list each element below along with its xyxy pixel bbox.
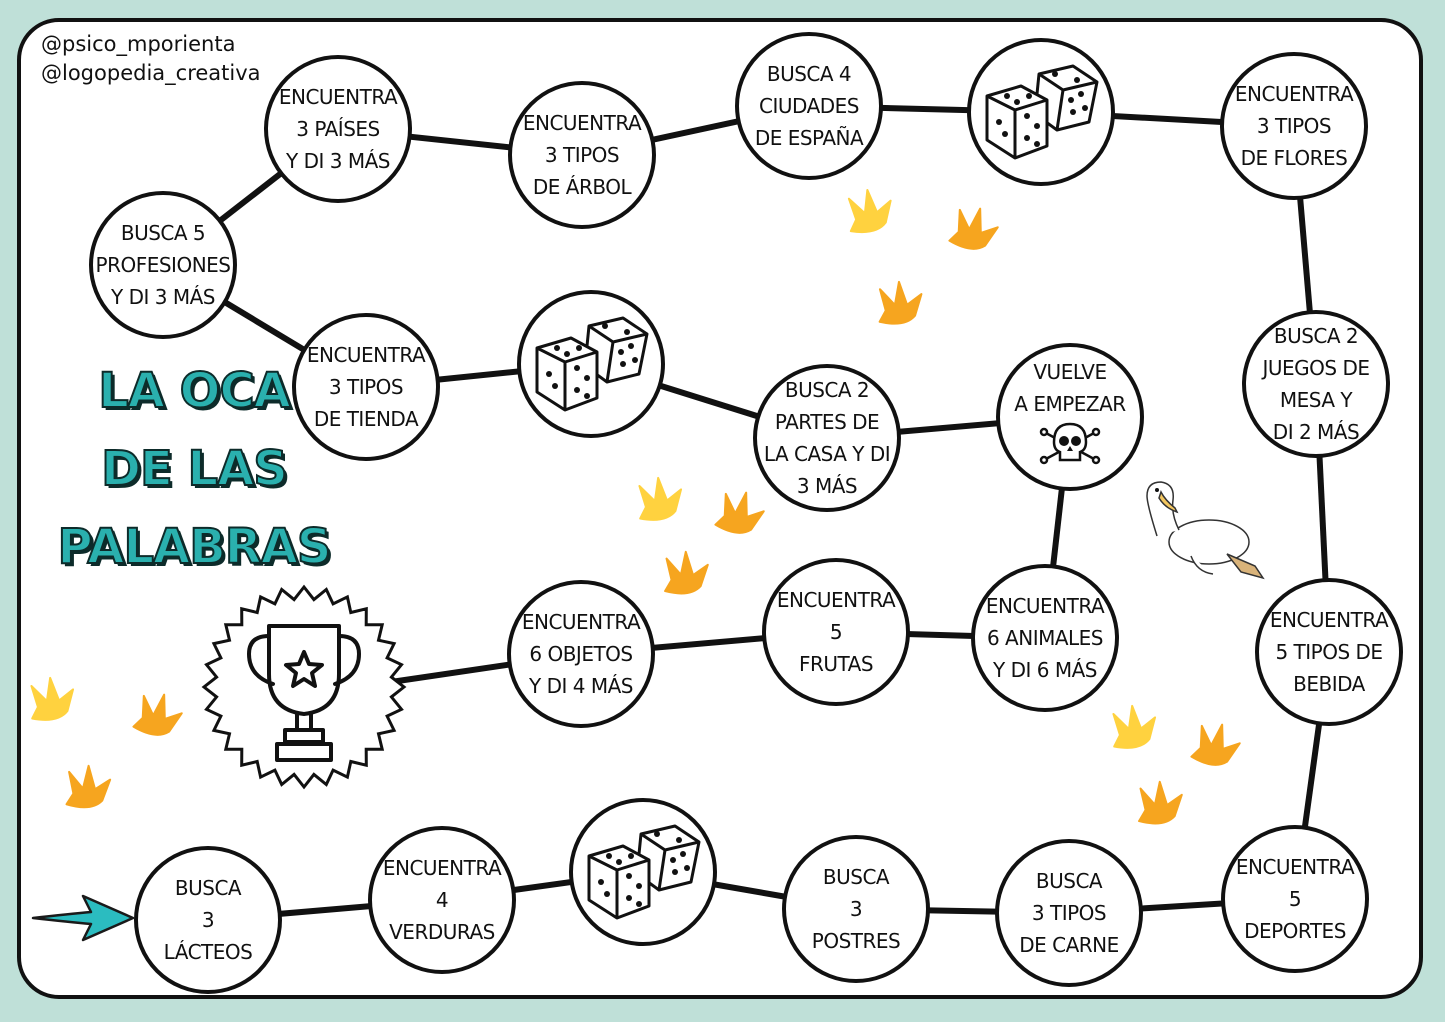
cell-label: BUSCA 3 LÁCTEOS [163, 876, 253, 964]
cell-encuentra-3-tipos-tienda: ENCUENTRA 3 TIPOS DE TIENDA [292, 313, 440, 461]
footprint-icon [1190, 723, 1241, 766]
cell-vuelve-a-empezar: VUELVE A EMPEZAR [996, 343, 1144, 491]
footprint-icon [30, 676, 75, 721]
game-title: LA OCA DE LAS PALABRAS [29, 352, 359, 586]
cell-label: ENCUENTRA 3 TIPOS DE FLORES [1234, 82, 1354, 170]
cell-label: ENCUENTRA 3 TIPOS DE TIENDA [306, 343, 426, 431]
cell-encuentra-3-tipos-flores: ENCUENTRA 3 TIPOS DE FLORES [1220, 52, 1368, 200]
cell-label: ENCUENTRA 3 PAÍSES Y DI 3 MÁS [278, 85, 398, 173]
game-board: @psico_mporienta @logopedia_creativa LA … [17, 18, 1423, 999]
goose-icon [1146, 481, 1265, 580]
footprint-icon [638, 476, 683, 521]
footprint-icon [132, 693, 183, 736]
cell-busca-3-tipos-carne: BUSCA 3 TIPOS DE CARNE [995, 839, 1143, 987]
dice-icon [587, 824, 701, 920]
cell-label: ENCUENTRA 5 FRUTAS [776, 588, 896, 676]
cell-encuentra-5-frutas: ENCUENTRA 5 FRUTAS [762, 558, 910, 706]
dice-icon [985, 64, 1099, 160]
cell-busca-5-profesiones: BUSCA 5 PROFESIONES Y DI 3 MÁS [89, 191, 237, 339]
cell-dice-3 [517, 290, 665, 438]
cell-busca-4-ciudades: BUSCA 4 CIUDADES DE ESPAÑA [735, 32, 883, 180]
cell-label: ENCUENTRA 6 OBJETOS Y DI 4 MÁS [521, 610, 641, 698]
cell-label: ENCUENTRA 3 TIPOS DE ÁRBOL [522, 111, 642, 199]
cell-label: BUSCA 2 JUEGOS DE MESA Y DI 2 MÁS [1262, 324, 1370, 444]
footprint-icon [1112, 704, 1157, 749]
trophy-icon [201, 584, 407, 790]
cell-encuentra-3-tipos-arbol: ENCUENTRA 3 TIPOS DE ÁRBOL [508, 81, 656, 229]
cell-label: BUSCA 5 PROFESIONES Y DI 3 MÁS [95, 221, 231, 309]
cell-busca-3-lacteos: BUSCA 3 LÁCTEOS [134, 846, 282, 994]
cell-busca-2-partes-casa: BUSCA 2 PARTES DE LA CASA Y DI 3 MÁS [753, 364, 901, 512]
cell-encuentra-6-animales: ENCUENTRA 6 ANIMALES Y DI 6 MÁS [971, 564, 1119, 712]
cell-label: ENCUENTRA 5 DEPORTES [1235, 855, 1355, 943]
footprint-icon [664, 550, 709, 595]
title-line-2: DE LAS [100, 440, 289, 498]
title-line-3: PALABRAS [57, 518, 333, 576]
footprint-icon [847, 188, 892, 234]
footprint-icon [1138, 780, 1183, 825]
footprint-icon [948, 207, 999, 250]
cell-label: ENCUENTRA 4 VERDURAS [382, 856, 502, 944]
cell-encuentra-6-objetos: ENCUENTRA 6 OBJETOS Y DI 4 MÁS [507, 580, 655, 728]
cell-busca-2-juegos-mesa: BUSCA 2 JUEGOS DE MESA Y DI 2 MÁS [1242, 310, 1390, 458]
cell-busca-3-postres: BUSCA 3 POSTRES [782, 835, 930, 983]
footprint-icon [878, 280, 923, 325]
handle-psico: @psico_mporienta [41, 32, 236, 56]
cell-label: VUELVE A EMPEZAR [1014, 360, 1126, 416]
cell-dice-2 [967, 38, 1115, 186]
handle-logopedia: @logopedia_creativa [41, 61, 261, 85]
dice-icon [535, 316, 649, 412]
skull-icon [1039, 422, 1101, 465]
footprint-icon [65, 764, 112, 809]
title-line-1: LA OCA [97, 362, 292, 420]
cell-label: ENCUENTRA 6 ANIMALES Y DI 6 MÁS [985, 594, 1105, 682]
cell-label: BUSCA 4 CIUDADES DE ESPAÑA [754, 62, 864, 150]
cell-label: BUSCA 2 PARTES DE LA CASA Y DI 3 MÁS [763, 378, 891, 498]
cell-encuentra-5-deportes: ENCUENTRA 5 DEPORTES [1221, 825, 1369, 973]
cell-dice-1 [569, 798, 717, 946]
cell-label: BUSCA 3 TIPOS DE CARNE [1019, 869, 1119, 957]
cell-encuentra-3-paises: ENCUENTRA 3 PAÍSES Y DI 3 MÁS [264, 55, 412, 203]
cell-label: ENCUENTRA 5 TIPOS DE BEBIDA [1269, 608, 1389, 696]
cell-label: BUSCA 3 POSTRES [811, 865, 901, 953]
cell-encuentra-5-tipos-bebida: ENCUENTRA 5 TIPOS DE BEBIDA [1255, 578, 1403, 726]
author-handles: @psico_mporienta @logopedia_creativa [41, 30, 261, 88]
cell-encuentra-4-verduras: ENCUENTRA 4 VERDURAS [368, 826, 516, 974]
footprint-icon [714, 491, 765, 534]
arrow-right-icon [31, 894, 135, 942]
